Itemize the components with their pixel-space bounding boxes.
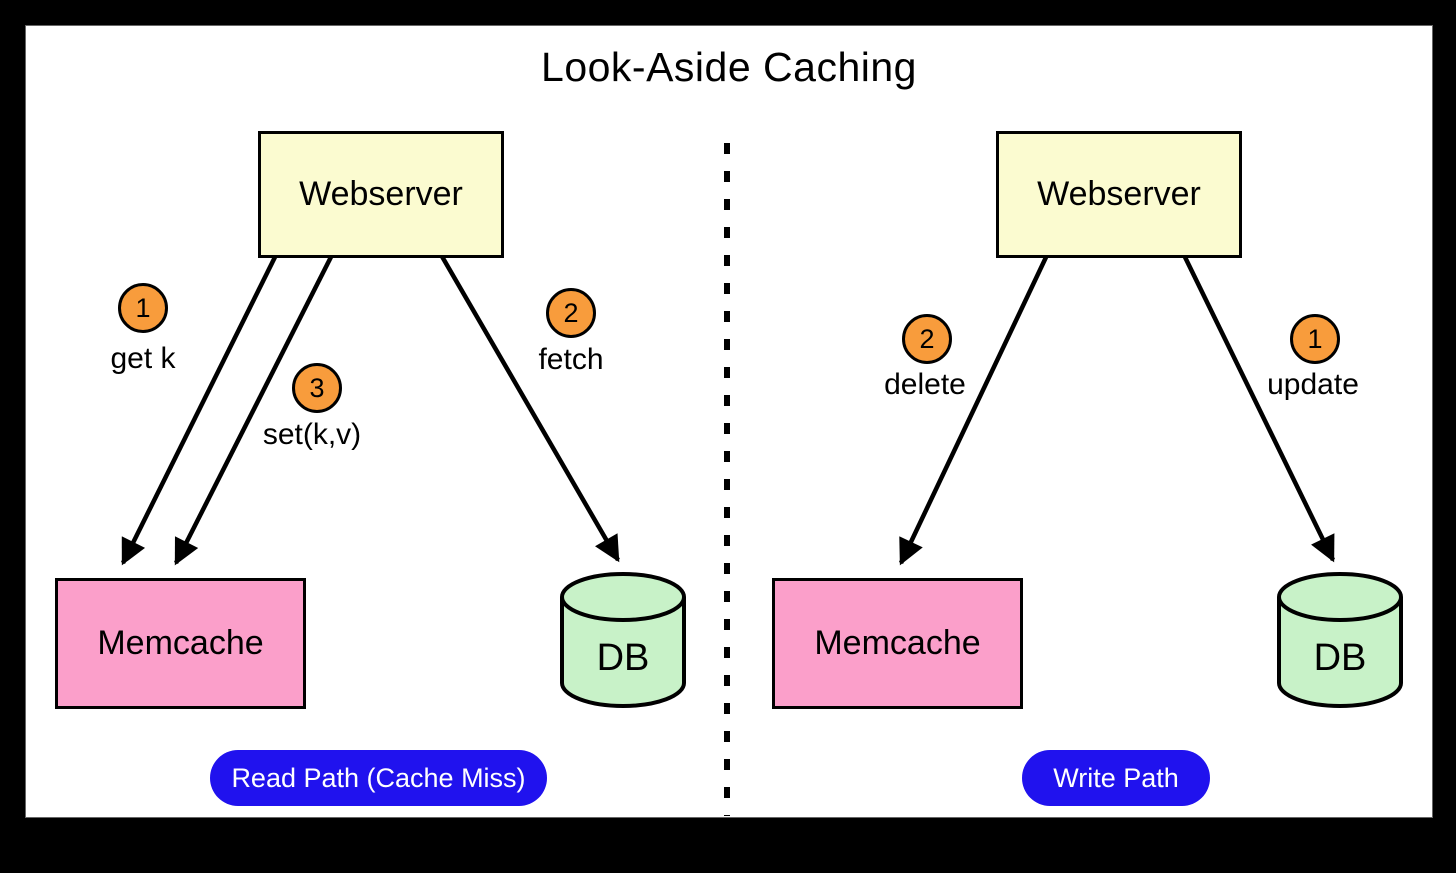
left-step-1-circle: 1 bbox=[118, 283, 168, 333]
left-step-1-number: 1 bbox=[135, 292, 151, 323]
right-step-2-circle: 2 bbox=[902, 314, 952, 364]
right-step-2-label: delete bbox=[884, 368, 966, 401]
left-memcache-box: Memcache bbox=[55, 578, 306, 709]
left-memcache-label: Memcache bbox=[97, 624, 264, 662]
left-step-2-label: fetch bbox=[538, 343, 604, 376]
left-step-3-circle: 3 bbox=[292, 363, 342, 413]
left-step-3-number: 3 bbox=[309, 372, 325, 403]
right-step-2-number: 2 bbox=[919, 323, 935, 354]
right-memcache-label: Memcache bbox=[814, 624, 981, 662]
right-db-cylinder: DB bbox=[1277, 572, 1403, 708]
left-webserver-label: Webserver bbox=[299, 175, 463, 213]
right-webserver-label: Webserver bbox=[1037, 175, 1201, 213]
right-caption-text: Write Path bbox=[1053, 762, 1179, 793]
right-step-1-circle: 1 bbox=[1290, 314, 1340, 364]
right-step-1-number: 1 bbox=[1307, 323, 1323, 354]
right-caption-pill: Write Path bbox=[1022, 750, 1210, 806]
diagram-title: Look-Aside Caching bbox=[541, 44, 917, 90]
left-step-3-label: set(k,v) bbox=[262, 418, 362, 451]
left-db-label: DB bbox=[597, 637, 650, 679]
left-step-2-number: 2 bbox=[563, 297, 579, 328]
right-webserver-box: Webserver bbox=[996, 131, 1242, 258]
left-step-2-circle: 2 bbox=[546, 288, 596, 338]
right-memcache-box: Memcache bbox=[772, 578, 1023, 709]
left-db-cylinder: DB bbox=[560, 572, 686, 708]
left-caption-pill: Read Path (Cache Miss) bbox=[210, 750, 547, 806]
left-webserver-box: Webserver bbox=[258, 131, 504, 258]
left-step-1-label: get k bbox=[110, 342, 176, 375]
right-db-label: DB bbox=[1314, 637, 1367, 679]
left-caption-text: Read Path (Cache Miss) bbox=[231, 762, 526, 793]
right-step-1-label: update bbox=[1267, 368, 1359, 401]
